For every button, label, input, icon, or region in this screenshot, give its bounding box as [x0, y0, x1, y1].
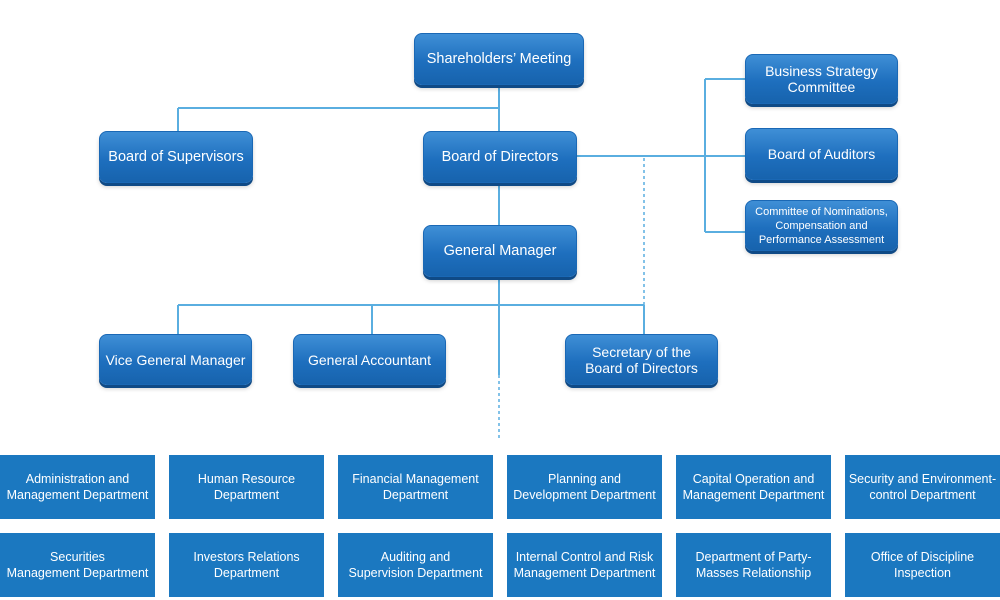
department-label: Capital Operation and Management Departm…: [682, 472, 825, 502]
department-security-environment[interactable]: Security and Environment- control Depart…: [845, 455, 1000, 519]
department-internal-control-risk[interactable]: Internal Control and Risk Management Dep…: [507, 533, 662, 597]
node-nominations-committee[interactable]: Committee of Nominations, Compensation a…: [745, 200, 898, 251]
department-party-masses[interactable]: Department of Party- Masses Relationship: [676, 533, 831, 597]
department-planning-development[interactable]: Planning and Development Department: [507, 455, 662, 519]
node-label: General Manager: [443, 243, 557, 259]
department-capital-operation[interactable]: Capital Operation and Management Departm…: [676, 455, 831, 519]
node-board-of-directors[interactable]: Board of Directors: [423, 131, 577, 183]
department-label: Department of Party- Masses Relationship: [695, 550, 812, 580]
node-secretary-of-board[interactable]: Secretary of the Board of Directors: [565, 334, 718, 385]
node-label: Committee of Nominations, Compensation a…: [755, 205, 888, 246]
node-vice-general-manager[interactable]: Vice General Manager: [99, 334, 252, 385]
department-label: Investors Relations Department: [193, 550, 300, 580]
node-label: Board of Supervisors: [108, 149, 244, 165]
node-business-strategy-committee[interactable]: Business Strategy Committee: [745, 54, 898, 104]
node-label: Business Strategy Committee: [765, 63, 878, 95]
department-label: Auditing and Supervision Department: [348, 550, 483, 580]
department-investors-relations[interactable]: Investors Relations Department: [169, 533, 324, 597]
department-label: Internal Control and Risk Management Dep…: [513, 550, 656, 580]
node-general-accountant[interactable]: General Accountant: [293, 334, 446, 385]
department-label: Office of Discipline Inspection: [870, 550, 975, 580]
department-auditing-supervision[interactable]: Auditing and Supervision Department: [338, 533, 493, 597]
node-shareholders-meeting[interactable]: Shareholders’ Meeting: [414, 33, 584, 85]
department-discipline-inspection[interactable]: Office of Discipline Inspection: [845, 533, 1000, 597]
department-human-resource[interactable]: Human Resource Department: [169, 455, 324, 519]
department-label: Financial Management Department: [352, 472, 479, 502]
node-label: Board of Auditors: [767, 146, 876, 162]
department-label: Security and Environment- control Depart…: [848, 472, 997, 502]
node-general-manager[interactable]: General Manager: [423, 225, 577, 277]
department-securities-management[interactable]: Securities Management Department: [0, 533, 155, 597]
node-board-of-auditors[interactable]: Board of Auditors: [745, 128, 898, 180]
department-label: Securities Management Department: [6, 550, 149, 580]
node-label: Vice General Manager: [105, 351, 246, 368]
node-label: Secretary of the Board of Directors: [585, 343, 698, 376]
department-label: Administration and Management Department: [6, 472, 149, 502]
department-financial-management[interactable]: Financial Management Department: [338, 455, 493, 519]
node-label: General Accountant: [308, 351, 431, 368]
node-board-of-supervisors[interactable]: Board of Supervisors: [99, 131, 253, 183]
node-label: Board of Directors: [441, 149, 559, 165]
department-administration[interactable]: Administration and Management Department: [0, 455, 155, 519]
department-label: Human Resource Department: [197, 472, 296, 502]
department-label: Planning and Development Department: [513, 472, 656, 502]
node-label: Shareholders’ Meeting: [426, 51, 572, 67]
